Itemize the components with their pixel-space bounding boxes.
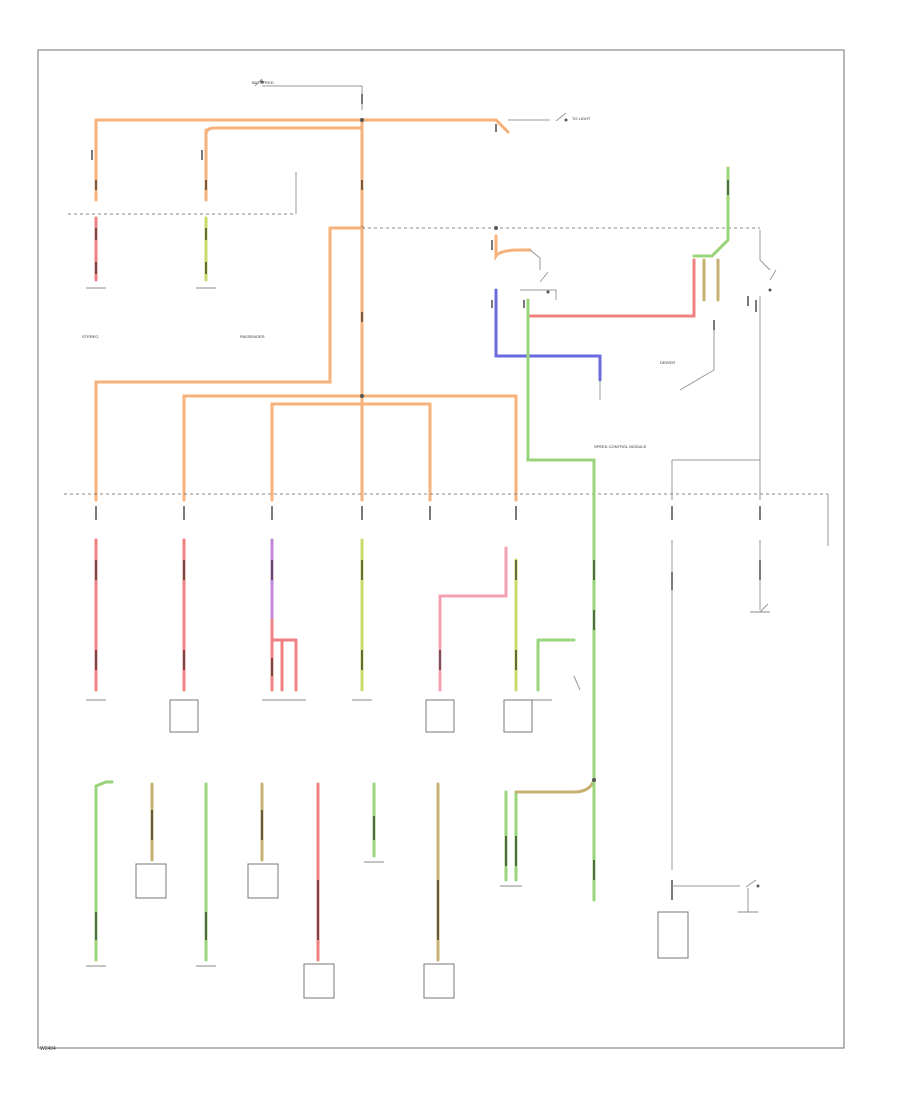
bottom-circuits [86, 778, 760, 999]
fuse-row [95, 460, 761, 782]
svg-text:DRIVER: DRIVER [660, 360, 675, 365]
diagram-id-tag: W2404 [40, 1046, 56, 1052]
svg-text:PASSENGER: PASSENGER [240, 334, 265, 339]
top-power-feed: BATT FEED TO LIGHT [68, 78, 591, 289]
branch-circuits [86, 538, 770, 870]
svg-text:STEREO: STEREO [82, 334, 98, 339]
svg-text:TO LIGHT: TO LIGHT [572, 116, 591, 121]
relay-cluster: DRIVER SPEED CONTROL MODULE [491, 166, 777, 502]
diagram-frame [37, 49, 845, 1049]
svg-text:SPEED CONTROL MODULE: SPEED CONTROL MODULE [594, 444, 647, 449]
